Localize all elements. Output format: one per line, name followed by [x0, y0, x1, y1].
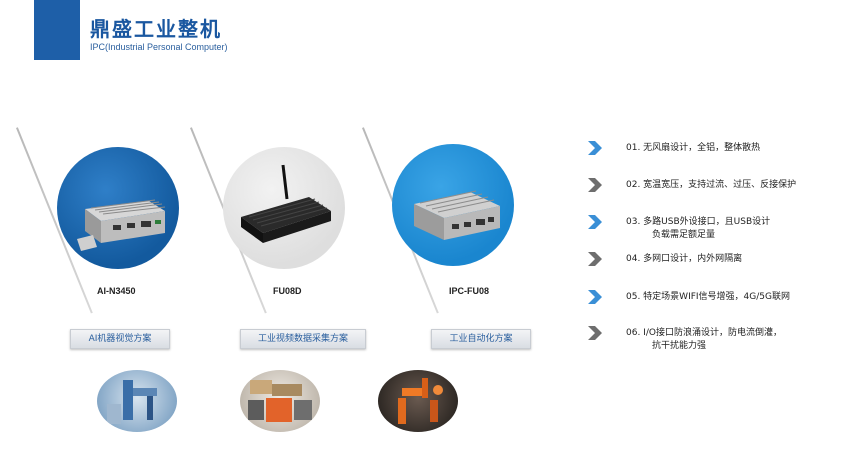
- feature-item: 02. 宽温宽压，支持过流、过压、反接保护: [588, 178, 838, 198]
- solution-button-video-capture[interactable]: 工业视频数据采集方案: [240, 329, 366, 349]
- feature-text: 02. 宽温宽压，支持过流、过压、反接保护: [626, 180, 797, 190]
- chevron-right-icon: [588, 178, 602, 192]
- page-subtitle: IPC(Industrial Personal Computer): [90, 42, 228, 52]
- solution-button-ai-vision[interactable]: AI机器视觉方案: [70, 329, 170, 349]
- feature-text: 01. 无风扇设计，全铝，整体散热: [626, 143, 761, 153]
- product-label: AI-N3450: [97, 286, 136, 296]
- feature-text: 06. I/O接口防浪涌设计，防电流倒灌，: [626, 328, 782, 338]
- feature-text-continued: 负载需足额足量: [652, 230, 716, 240]
- product-label: FU08D: [273, 286, 302, 296]
- chevron-right-icon: [588, 215, 602, 229]
- chevron-right-icon: [588, 290, 602, 304]
- product-label: IPC-FU08: [449, 286, 490, 296]
- feature-item: 03. 多路USB外设接口，且USB设计 负载需足额足量: [588, 215, 838, 245]
- solution-button-automation[interactable]: 工业自动化方案: [431, 329, 531, 349]
- black-mini-pc-image: [241, 164, 331, 243]
- industrial-machinery-photo: [240, 370, 320, 432]
- feature-text: 03. 多路USB外设接口，且USB设计: [626, 217, 771, 227]
- chevron-right-icon: [588, 326, 602, 340]
- silver-fanless-pc-image: [414, 190, 500, 240]
- header-accent-block: [34, 0, 80, 60]
- orange-industrial-robot-photo: [378, 370, 458, 432]
- product-disc-fu08d: [223, 147, 345, 269]
- feature-text-continued: 抗干扰能力强: [652, 341, 707, 351]
- page-title: 鼎盛工业整机: [90, 17, 222, 41]
- feature-text: 04. 多网口设计，内外网隔离: [626, 254, 743, 264]
- feature-item: 01. 无风扇设计，全铝，整体散热: [588, 141, 838, 161]
- product-disc-ipc-fu08: [392, 144, 514, 266]
- feature-item: 06. I/O接口防浪涌设计，防电流倒灌， 抗干扰能力强: [588, 326, 838, 356]
- product-disc-ai-n3450: [57, 147, 179, 269]
- feature-item: 05. 特定场景WIFI信号增强，4G/5G联网: [588, 290, 838, 310]
- fanless-box-pc-image: [77, 199, 166, 251]
- feature-text: 05. 特定场景WIFI信号增强，4G/5G联网: [626, 292, 790, 302]
- chevron-right-icon: [588, 141, 602, 155]
- robot-arm-vision-photo: [97, 370, 177, 432]
- feature-item: 04. 多网口设计，内外网隔离: [588, 252, 838, 272]
- chevron-right-icon: [588, 252, 602, 266]
